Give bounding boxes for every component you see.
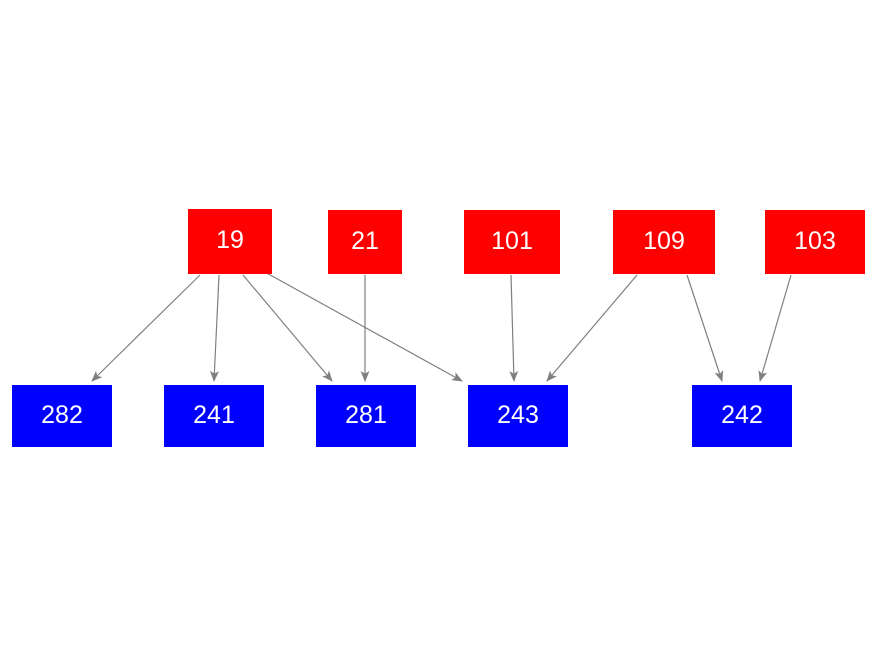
node-243[interactable]: 243 [468,385,568,447]
node-label-282: 282 [41,400,83,429]
edge-103-to-242 [758,274,792,382]
node-281[interactable]: 281 [316,385,416,447]
node-19[interactable]: 19 [188,209,272,274]
node-label-281: 281 [345,400,387,429]
node-241[interactable]: 241 [164,385,264,447]
edge-101-to-243 [509,274,519,382]
node-label-101: 101 [491,226,533,255]
edge-19-to-243 [262,270,463,382]
node-109[interactable]: 109 [613,210,715,274]
node-label-103: 103 [794,226,836,255]
node-103[interactable]: 103 [765,210,865,274]
node-21[interactable]: 21 [328,210,402,274]
node-label-21: 21 [351,226,379,255]
node-label-243: 243 [497,400,539,429]
edge-109-to-243 [546,274,638,382]
edge-19-to-282 [91,274,201,382]
node-label-109: 109 [643,226,685,255]
node-label-242: 242 [721,400,763,429]
edge-109-to-242 [686,274,724,382]
edge-19-to-281 [242,274,333,382]
node-282[interactable]: 282 [12,385,112,447]
node-242[interactable]: 242 [692,385,792,447]
edges-group [91,270,792,382]
edge-19-to-241 [209,274,220,382]
node-label-19: 19 [216,226,244,254]
node-101[interactable]: 101 [464,210,560,274]
node-label-241: 241 [193,400,235,429]
